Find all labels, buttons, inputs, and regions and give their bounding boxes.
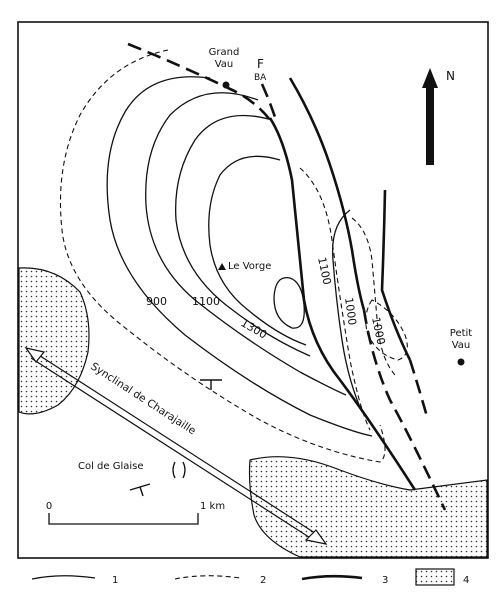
- legend-label-3: 3: [382, 575, 388, 586]
- contour-east-1000: [331, 209, 363, 413]
- label-fault-code: BA: [254, 73, 267, 83]
- fault-north-dashed: [127, 42, 272, 121]
- legend-label-2: 2: [260, 575, 266, 586]
- legend-label-4: 4: [463, 575, 469, 586]
- label-north: N: [446, 69, 455, 83]
- label-petit-vau-2: Vau: [452, 340, 471, 351]
- label-petit-vau-1: Petit: [450, 328, 473, 339]
- label-contour-1000-east: 1000: [342, 297, 359, 327]
- legend-symbol-3: [301, 574, 363, 581]
- grand-vau-point: [222, 81, 230, 89]
- le-vorge-summit-triangle: [218, 263, 226, 270]
- legend-symbol-4: [415, 568, 455, 586]
- label-contour-1100: 1100: [192, 295, 220, 308]
- fault-far-east: [380, 189, 412, 361]
- contour-east-closed: [365, 299, 408, 361]
- legend: [31, 568, 455, 586]
- dip-symbol-2: [129, 483, 151, 497]
- label-syncline: Synclinal de Charajaille: [88, 360, 197, 437]
- contour-1100: [145, 92, 347, 396]
- label-grand-vau-2: Vau: [215, 59, 234, 70]
- legend-symbol-1: [31, 575, 96, 580]
- fault-east: [288, 77, 366, 311]
- fault-main: [268, 117, 417, 491]
- fault-east-dashed: [362, 309, 447, 511]
- scale-bar: [48, 513, 199, 525]
- map-frame: [17, 21, 489, 559]
- contour-1200: [175, 114, 311, 357]
- syncline-axis-arrow: [24, 347, 328, 545]
- stipple-area-west: [18, 267, 90, 415]
- legend-symbol-2: [174, 575, 241, 580]
- summit-contour: [273, 277, 305, 329]
- dip-symbol-1: [200, 379, 222, 390]
- fault-far-east-dashed: [408, 359, 430, 421]
- contour-1300: [208, 155, 307, 346]
- label-le-vorge: Le Vorge: [228, 261, 271, 272]
- label-contour-1000-closed: 1000: [369, 316, 388, 346]
- contour-east-1100-dashed: [299, 167, 371, 431]
- legend-label-1: 1: [112, 575, 118, 586]
- contour-1000: [106, 76, 373, 437]
- label-fault-letter: F: [257, 57, 264, 71]
- label-grand-vau-1: Grand: [209, 47, 240, 58]
- scale-label-end: 1 km: [200, 501, 225, 512]
- fault-ba-dashed: [260, 83, 278, 121]
- label-contour-1300: 1300: [239, 316, 270, 341]
- label-col-de-glaise: Col de Glaise: [78, 461, 144, 472]
- scale-label-start: 0: [46, 501, 52, 512]
- petit-vau-point: [457, 358, 465, 366]
- label-contour-1100-east: 1100: [315, 256, 334, 286]
- contour-900: [59, 49, 386, 463]
- label-contour-900: 900: [146, 295, 167, 308]
- north-arrow: [422, 68, 438, 165]
- stipple-area-south: [248, 456, 488, 558]
- col-pass-symbol: [172, 461, 186, 479]
